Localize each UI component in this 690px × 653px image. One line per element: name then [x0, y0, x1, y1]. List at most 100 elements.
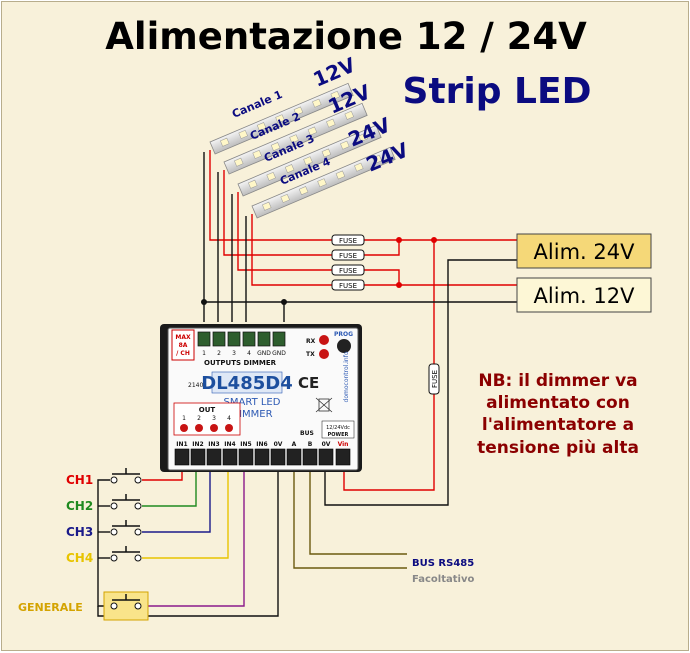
- wire-generale: [148, 472, 245, 607]
- svg-text:NB: il dimmer va: NB: il dimmer va: [478, 371, 637, 391]
- wire-ch4: [142, 472, 229, 559]
- svg-text:MAX: MAX: [175, 334, 191, 341]
- model-label: DL485D4: [201, 373, 292, 394]
- wire-ch3: [142, 472, 211, 533]
- junction-dot: [396, 282, 402, 288]
- svg-text:BUS: BUS: [300, 430, 314, 437]
- junction-dot: [201, 299, 207, 305]
- svg-text:1: 1: [202, 350, 206, 357]
- svg-text:FUSE: FUSE: [339, 237, 357, 245]
- svg-text:domocontrol.info: domocontrol.info: [343, 351, 350, 402]
- outputs-label: OUTPUTS DIMMER: [204, 359, 277, 367]
- svg-text:0V: 0V: [322, 441, 331, 448]
- svg-text:alimentato con: alimentato con: [486, 393, 630, 413]
- diagram-subtitle: Strip LED: [403, 71, 592, 112]
- fuse-supply: FUSE: [428, 363, 440, 395]
- fuse-4: FUSE: [331, 279, 365, 291]
- svg-text:CH1: CH1: [66, 473, 93, 487]
- fuse-1: FUSE: [331, 234, 365, 246]
- prog-button: [337, 339, 351, 353]
- svg-text:IN1: IN1: [176, 441, 187, 448]
- svg-text:tensione più alta: tensione più alta: [477, 438, 639, 458]
- svg-text:8A: 8A: [179, 342, 188, 349]
- svg-text:Vin: Vin: [338, 441, 349, 448]
- rx-led: [319, 335, 329, 345]
- svg-text:12/24Vdc: 12/24Vdc: [326, 425, 350, 431]
- svg-text:3: 3: [232, 350, 236, 357]
- svg-text:FUSE: FUSE: [339, 252, 357, 260]
- facoltativo-label: Facoltativo: [412, 574, 474, 585]
- led-strip-1: [209, 82, 354, 155]
- svg-text:OUT: OUT: [199, 406, 216, 414]
- svg-text:4: 4: [227, 415, 231, 422]
- led-strip-3: [237, 124, 382, 197]
- svg-text:A: A: [292, 441, 297, 448]
- wire-bus-b: [309, 472, 407, 555]
- svg-text:l'alimentatore a: l'alimentatore a: [482, 415, 634, 435]
- fuse-2: FUSE: [331, 249, 365, 261]
- svg-text:2140: 2140: [188, 382, 203, 389]
- wire-strip3-pos: [237, 192, 332, 271]
- output-terminals: [197, 331, 286, 347]
- junction-dot: [281, 299, 287, 305]
- ce-mark: CE: [298, 374, 319, 392]
- psu-24v: Alim. 24V: [516, 233, 652, 269]
- svg-text:IN4: IN4: [224, 441, 235, 448]
- svg-text:CH2: CH2: [66, 499, 93, 513]
- svg-text:RX: RX: [306, 338, 316, 345]
- wire-fuse2-24v: [364, 240, 400, 256]
- wire-24v-gnd: [324, 259, 517, 506]
- svg-text:TX: TX: [306, 351, 315, 358]
- wire-strip2-pos: [223, 170, 332, 256]
- out-led-2: [195, 424, 203, 432]
- svg-text:GND: GND: [272, 350, 286, 357]
- svg-text:POWER: POWER: [328, 432, 349, 438]
- svg-text:Alim. 24V: Alim. 24V: [534, 240, 636, 264]
- wire-strip1-pos: [209, 150, 332, 241]
- out-led-4: [225, 424, 233, 432]
- fuse-3: FUSE: [331, 264, 365, 276]
- svg-text:IN3: IN3: [208, 441, 219, 448]
- svg-text:IN2: IN2: [192, 441, 203, 448]
- switch-generale: GENERALE: [18, 591, 149, 621]
- svg-text:CH4: CH4: [66, 551, 93, 565]
- weee-bin-icon: [315, 397, 333, 413]
- diagram-title: Alimentazione 12 / 24V: [105, 15, 587, 58]
- switch-ch1: CH1: [66, 468, 142, 487]
- junction-dot: [431, 237, 437, 243]
- svg-text:IN5: IN5: [240, 441, 251, 448]
- svg-text:FUSE: FUSE: [339, 267, 357, 275]
- out-led-1: [180, 424, 188, 432]
- wire-ch1: [142, 472, 183, 481]
- tx-led: [319, 349, 329, 359]
- svg-text:2: 2: [197, 415, 201, 422]
- svg-text:DIMMER: DIMMER: [231, 409, 272, 420]
- svg-text:1: 1: [182, 415, 186, 422]
- svg-text:GND: GND: [257, 350, 271, 357]
- svg-text:0V: 0V: [274, 441, 283, 448]
- wire-bus-a: [293, 472, 407, 569]
- svg-text:CH3: CH3: [66, 525, 93, 539]
- svg-text:FUSE: FUSE: [339, 282, 357, 290]
- svg-text:SMART LED: SMART LED: [224, 397, 281, 408]
- wire-fuse3-12v: [364, 269, 400, 285]
- svg-text:GENERALE: GENERALE: [18, 601, 83, 614]
- svg-text:/ CH: / CH: [176, 350, 190, 357]
- svg-text:IN6: IN6: [256, 441, 267, 448]
- switch-ch4: CH4: [66, 546, 142, 565]
- svg-text:PROG: PROG: [334, 331, 353, 338]
- svg-text:B: B: [308, 441, 313, 448]
- input-terminals: [174, 448, 351, 466]
- led-strip-2: [223, 102, 368, 175]
- svg-text:Alim. 12V: Alim. 12V: [534, 284, 636, 308]
- svg-text:FUSE: FUSE: [431, 370, 439, 388]
- svg-text:2: 2: [217, 350, 221, 357]
- out-led-3: [210, 424, 218, 432]
- note: NB: il dimmer va alimentato con l'alimen…: [477, 371, 639, 458]
- led-strip-4: [251, 146, 396, 219]
- svg-text:4: 4: [247, 350, 251, 357]
- wire-12v-gnd: [203, 301, 517, 322]
- wire-0v: [97, 472, 279, 617]
- switch-ch2: CH2: [66, 494, 142, 513]
